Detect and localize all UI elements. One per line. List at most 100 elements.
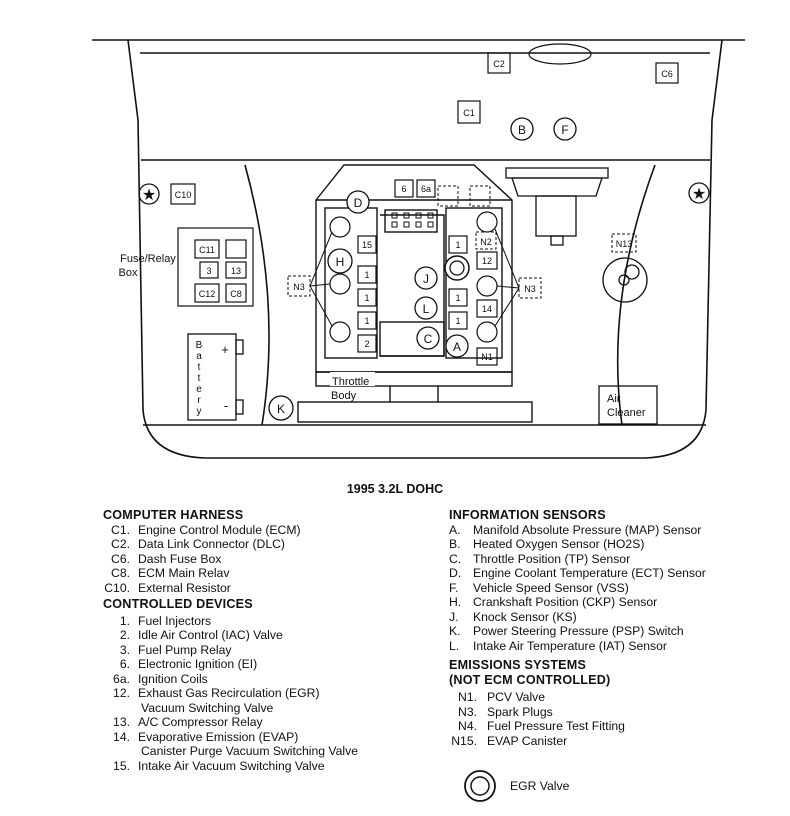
controlled-devices-list: 1.Fuel Injectors 2.Idle Air Control (IAC…	[103, 614, 358, 774]
battery-plus-label: +	[221, 342, 229, 357]
engine-compartment-diagram: C2 C6 C1 B F ★ ★ C10 C11 3 13 C12 C8 Fus…	[92, 39, 745, 459]
throttle-body-label-line2: Body	[331, 390, 357, 402]
evap-canister-icon	[602, 257, 648, 303]
emissions-systems-list: N1.PCV Valve N3.Spark Plugs N4.Fuel Pres…	[449, 690, 706, 748]
list-item: N4.Fuel Pressure Test Fitting	[458, 719, 625, 733]
b-sensor-label: B	[518, 123, 526, 137]
iac-valve-label: 2	[364, 339, 369, 349]
air-cleaner-label-line2: Cleaner	[607, 407, 646, 419]
battery-label: B a t t e r y	[196, 340, 203, 417]
injector-label: 1	[455, 316, 460, 326]
injector-label: 1	[364, 293, 369, 303]
svg-text:y: y	[197, 406, 202, 417]
list-item: N1.PCV Valve	[458, 690, 546, 704]
n2-label: N2	[480, 237, 492, 247]
list-item: 6a.Ignition Coils	[113, 671, 208, 686]
svg-text:r: r	[197, 395, 201, 406]
fuse-3-label: 3	[206, 266, 211, 276]
injector-label: 1	[455, 240, 460, 250]
list-item: 6.Electronic Ignition (EI)	[119, 657, 258, 671]
list-item: H.Crankshaft Position (CKP) Sensor	[449, 595, 658, 609]
list-item: B.Heated Oxygen Sensor (HO2S)	[449, 537, 645, 551]
list-item: C8.ECM Main Relav	[111, 566, 230, 580]
list-item: C1.Engine Control Module (ECM)	[111, 522, 301, 537]
n1-label: N1	[481, 352, 493, 362]
list-item: F.Vehicle Speed Sensor (VSS)	[449, 580, 629, 595]
svg-text:★: ★	[142, 187, 156, 204]
emissions-systems-heading: EMISSIONS SYSTEMS	[449, 658, 587, 672]
n13-label: N13	[616, 239, 633, 249]
d-sensor-label: D	[354, 196, 363, 210]
c6-label: C6	[661, 69, 673, 79]
fuse-relay-box-label-line2: Box	[119, 267, 138, 279]
n3-right-label: N3	[524, 284, 536, 294]
air-cleaner-label: Air	[607, 393, 621, 405]
svg-text:t: t	[198, 362, 201, 373]
list-item: 13.A/C Compressor Relay	[113, 715, 263, 729]
svg-text:★: ★	[692, 186, 706, 203]
c1-label: C1	[463, 108, 475, 118]
j-sensor-label: J	[423, 272, 429, 286]
list-item: N15.EVAP Canister	[451, 733, 568, 748]
c10-label: C10	[175, 190, 192, 200]
computer-harness-heading: COMPUTER HARNESS	[103, 508, 244, 522]
c12-label: C12	[199, 289, 216, 299]
list-item: 2.Idle Air Control (IAC) Valve	[119, 628, 283, 642]
item-14-label: 14	[482, 304, 492, 314]
coil-6a-label: 6a	[421, 184, 431, 194]
list-item: K.Power Steering Pressure (PSP) Switch	[449, 624, 684, 638]
k-sensor-label: K	[277, 402, 285, 416]
egr-valve-key: EGR Valve	[462, 768, 569, 804]
fuse-13-label: 13	[231, 266, 241, 276]
fuse-relay-box-label: Fuse/Relay	[120, 253, 176, 265]
injector-label: 1	[364, 316, 369, 326]
egr-valve-icon	[444, 255, 470, 281]
a-sensor-label: A	[453, 340, 461, 354]
svg-text:t: t	[198, 373, 201, 384]
list-item: N3.Spark Plugs	[458, 704, 553, 719]
list-item: C.Throttle Position (TP) Sensor	[449, 551, 631, 566]
list-item: C10.External Resistor	[104, 580, 231, 595]
battery-minus-label: -	[224, 398, 228, 413]
star-fastener-icon: ★	[688, 182, 710, 204]
injector-label: 1	[455, 293, 460, 303]
c8-label: C8	[230, 289, 242, 299]
information-sensors-list: A.Manifold Absolute Pressure (MAP) Senso…	[449, 523, 706, 654]
c11-label: C11	[199, 245, 215, 255]
list-item: D.Engine Coolant Temperature (ECT) Senso…	[449, 566, 706, 580]
svg-text:a: a	[196, 351, 202, 362]
list-item: 15.Intake Air Vacuum Switching Valve	[113, 758, 325, 773]
list-item: C2.Data Link Connector (DLC)	[111, 537, 285, 551]
coil-6-label: 6	[401, 184, 406, 194]
legend-left: COMPUTER HARNESS C1.Engine Control Modul…	[103, 508, 358, 773]
list-item-continuation: Canister Purge Vacuum Switching Valve	[141, 744, 358, 758]
diagram-caption: 1995 3.2L DOHC	[346, 482, 444, 496]
item-15-label: 15	[362, 240, 372, 250]
information-sensors-heading: INFORMATION SENSORS	[449, 508, 606, 522]
list-item: L.Intake Air Temperature (IAT) Sensor	[449, 638, 667, 653]
injector-label: 1	[364, 270, 369, 280]
computer-harness-list: C1.Engine Control Module (ECM) C2.Data L…	[103, 523, 358, 596]
n3-left-label: N3	[293, 282, 305, 292]
egr-valve-key-label: EGR Valve	[510, 779, 570, 793]
egr-valve-icon	[464, 770, 496, 802]
list-item: 12.Exhaust Gas Recirculation (EGR)	[113, 686, 320, 700]
throttle-body-label: Throttle	[332, 376, 369, 388]
item-12-label: 12	[482, 256, 492, 266]
svg-text:e: e	[196, 384, 202, 395]
emissions-systems-subheading: (NOT ECM CONTROLLED)	[449, 672, 611, 687]
h-sensor-label: H	[336, 255, 345, 269]
list-item: 14.Evaporative Emission (EVAP)	[113, 729, 299, 744]
list-item: A.Manifold Absolute Pressure (MAP) Senso…	[449, 522, 702, 537]
list-item-continuation: Vacuum Switching Valve	[141, 700, 274, 715]
l-sensor-label: L	[423, 302, 430, 316]
f-sensor-label: F	[561, 123, 568, 137]
c2-label: C2	[493, 59, 505, 69]
list-item: J.Knock Sensor (KS)	[449, 609, 577, 624]
star-fastener-icon: ★	[138, 183, 160, 205]
list-item: C6.Dash Fuse Box	[111, 551, 222, 566]
c-sensor-label: C	[424, 332, 433, 346]
svg-text:B: B	[196, 340, 203, 351]
list-item: 1.Fuel Injectors	[119, 613, 212, 628]
controlled-devices-heading: CONTROLLED DEVICES	[103, 597, 253, 611]
